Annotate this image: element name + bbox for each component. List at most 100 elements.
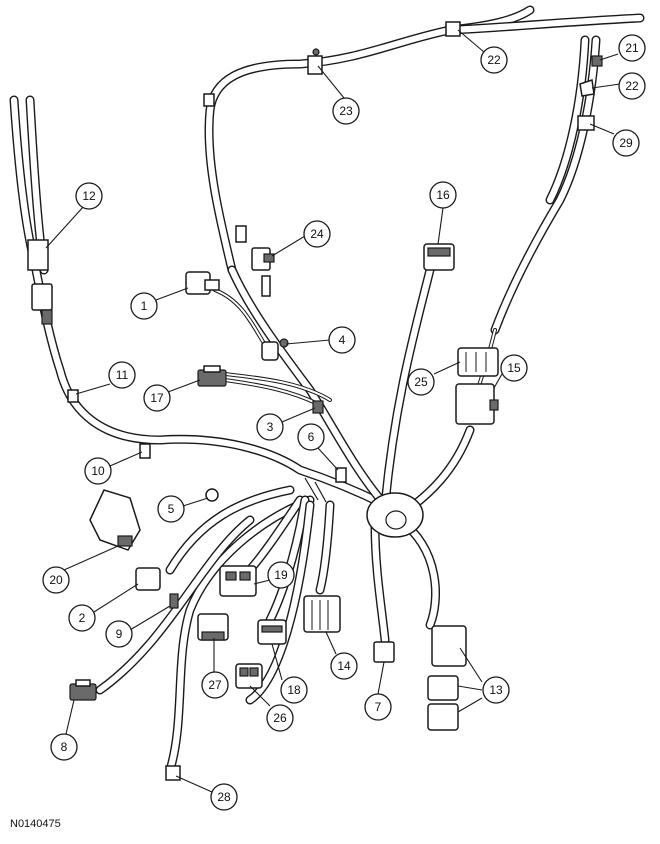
svg-text:27: 27	[208, 678, 222, 692]
callout-22-right: 22	[618, 72, 646, 100]
clip-6	[335, 467, 347, 483]
connector-26	[235, 663, 263, 689]
connector-2	[135, 567, 161, 591]
svg-text:22: 22	[487, 53, 501, 67]
callout-6: 6	[297, 423, 325, 451]
svg-text:29: 29	[619, 136, 633, 150]
svg-text:1: 1	[141, 299, 148, 313]
svg-text:6: 6	[308, 430, 315, 444]
clip-22-top	[445, 21, 461, 37]
svg-text:12: 12	[82, 189, 96, 203]
clip-21	[591, 55, 603, 67]
connector-19	[219, 565, 257, 597]
svg-text:25: 25	[414, 375, 428, 389]
svg-text:20: 20	[49, 573, 63, 587]
callout-27: 27	[201, 671, 229, 699]
clip-top-arch	[203, 93, 215, 107]
callout-25: 25	[407, 368, 435, 396]
connector-18	[257, 619, 287, 645]
connector-16	[423, 243, 455, 271]
svg-text:15: 15	[507, 361, 521, 375]
svg-text:14: 14	[337, 659, 351, 673]
connector-14	[303, 595, 341, 633]
connector-20	[89, 489, 141, 551]
callout-3: 3	[256, 413, 284, 441]
callout-10: 10	[84, 457, 112, 485]
clip-22-right	[579, 79, 595, 97]
callout-1: 1	[130, 292, 158, 320]
connector-17	[197, 365, 227, 387]
svg-text:3: 3	[267, 420, 274, 434]
callout-29: 29	[612, 129, 640, 157]
callout-16: 16	[429, 181, 457, 209]
svg-text:7: 7	[375, 700, 382, 714]
callout-14: 14	[330, 652, 358, 680]
clip-23	[307, 48, 323, 75]
svg-text:13: 13	[489, 683, 503, 697]
svg-text:21: 21	[625, 41, 639, 55]
connector-7	[373, 641, 395, 663]
clip-10	[139, 443, 151, 459]
connectors	[27, 21, 603, 781]
callout-5: 5	[157, 495, 185, 523]
callout-28: 28	[210, 783, 238, 811]
callout-9: 9	[105, 620, 133, 648]
callout-4: 4	[328, 326, 356, 354]
connector-13	[427, 625, 467, 731]
svg-text:19: 19	[274, 568, 288, 582]
svg-text:2: 2	[79, 611, 86, 625]
svg-text:10: 10	[91, 464, 105, 478]
connector-8	[69, 679, 97, 701]
connector-1	[185, 271, 220, 295]
svg-text:18: 18	[287, 683, 301, 697]
svg-text:5: 5	[168, 502, 175, 516]
svg-text:4: 4	[339, 333, 346, 347]
connector-24	[251, 247, 275, 297]
callout-22-top: 22	[480, 46, 508, 74]
harness-trunks	[9, 5, 645, 775]
callout-21: 21	[618, 34, 646, 62]
figure-reference-code: N0140475	[10, 818, 61, 830]
left-trunk-outline	[9, 95, 390, 510]
svg-text:26: 26	[273, 711, 287, 725]
callout-18: 18	[280, 676, 308, 704]
callout-7: 7	[364, 693, 392, 721]
connector-12	[27, 239, 53, 325]
callout-12: 12	[75, 182, 103, 210]
callout-13: 13	[482, 676, 510, 704]
callout-24: 24	[303, 220, 331, 248]
svg-text:17: 17	[150, 391, 164, 405]
svg-text:23: 23	[339, 104, 353, 118]
connector-25	[457, 347, 499, 377]
callout-23: 23	[332, 97, 360, 125]
callout-26: 26	[266, 704, 294, 732]
callout-19: 19	[267, 561, 295, 589]
harness-hub	[304, 477, 424, 538]
clip-3	[312, 400, 324, 414]
callout-15: 15	[500, 354, 528, 382]
clip-9	[169, 593, 179, 609]
connector-27	[197, 613, 229, 641]
callout-20: 20	[42, 566, 70, 594]
callout-11: 11	[108, 361, 136, 389]
callout-leaders	[45, 29, 621, 793]
thin-wires	[213, 288, 497, 412]
svg-text:8: 8	[61, 740, 68, 754]
callout-8: 8	[50, 733, 78, 761]
clip-top-arch-lower	[235, 225, 247, 243]
svg-text:16: 16	[436, 188, 450, 202]
connector-15	[455, 383, 499, 425]
svg-text:28: 28	[217, 790, 231, 804]
clip-5	[205, 488, 219, 502]
callout-2: 2	[68, 604, 96, 632]
clip-4	[261, 338, 289, 361]
clip-28	[165, 765, 181, 781]
svg-text:24: 24	[310, 227, 324, 241]
callouts: 1 2 3 4 5 6 7 8 9 10 11 12 13 14 15 16 1…	[42, 34, 646, 811]
clip-11	[67, 389, 79, 403]
clip-29	[577, 115, 595, 131]
svg-text:11: 11	[116, 368, 129, 382]
svg-text:22: 22	[625, 79, 639, 93]
svg-text:9: 9	[116, 627, 123, 641]
